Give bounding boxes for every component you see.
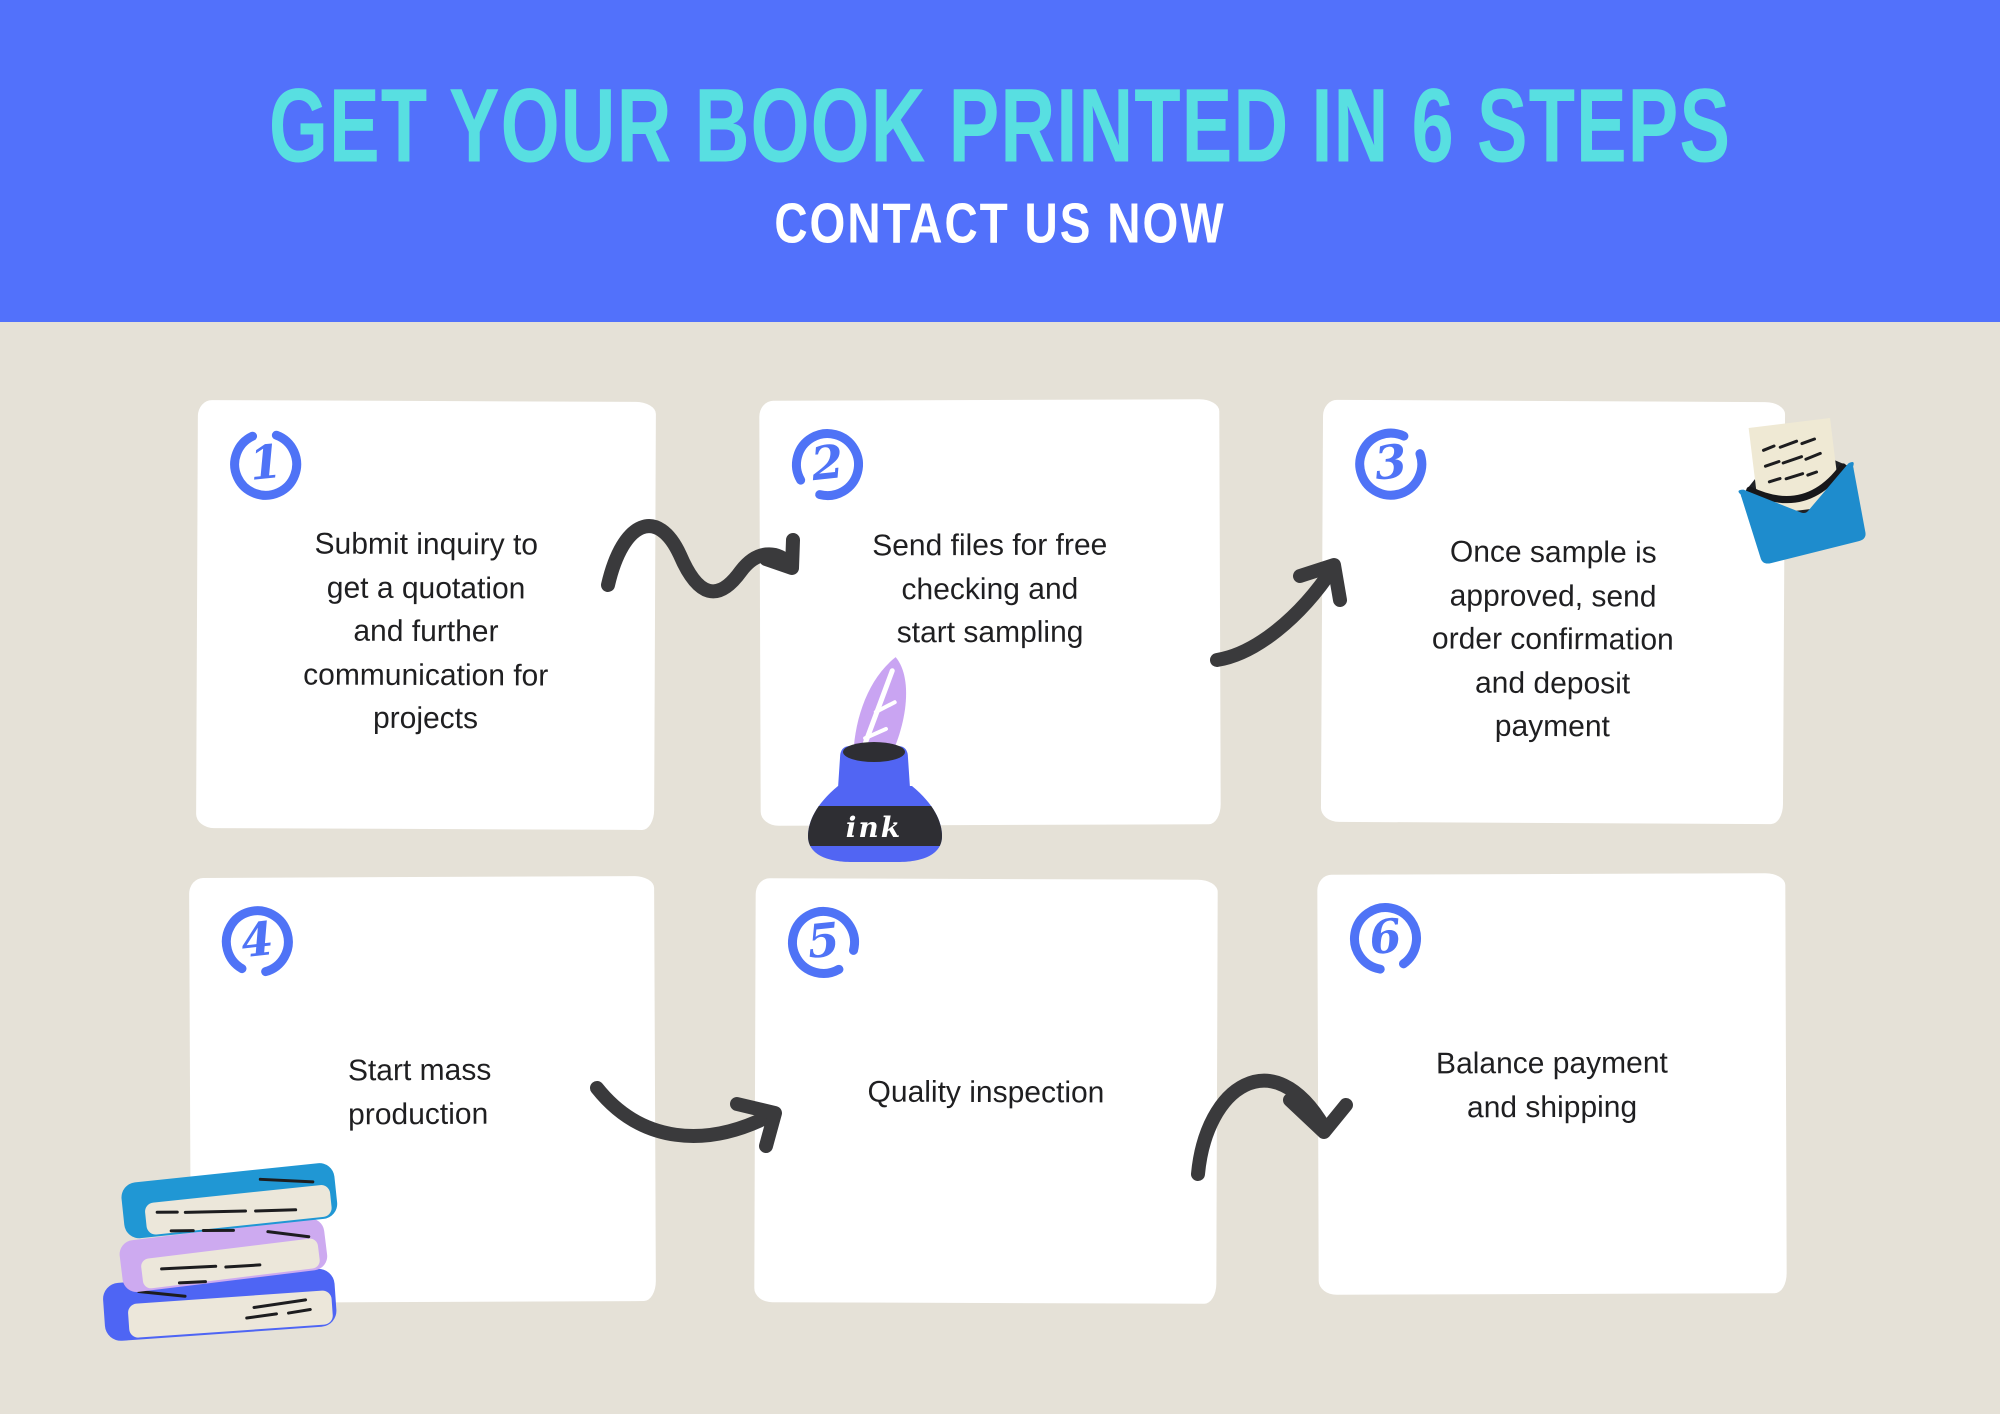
step-number: 1 [246,433,285,491]
page-title: GET YOUR BOOK PRINTED IN 6 STEPS [268,67,1732,185]
hand-drawn-circle-icon [221,906,293,978]
ink-label: ink [846,811,902,844]
step-3-number-badge: 3 [1351,424,1431,504]
hand-drawn-circle-icon [788,906,860,978]
arch-down-arrow-icon [1191,1073,1353,1181]
step-1-text: Submit inquiry to get a quotation and fu… [303,527,549,736]
step-number: 5 [804,911,842,969]
step-number: 3 [1371,433,1410,491]
hand-drawn-circle-icon [230,428,302,500]
hand-drawn-circle-icon [791,429,863,501]
step-5-text: Quality inspection [867,1075,1105,1110]
book-middle [119,1218,328,1293]
step-6-text: Balance payment and shipping [1435,1046,1668,1124]
step-card-5: 5 Quality inspection [754,878,1218,1304]
step-2-text: Send files for free checking and start s… [872,528,1108,650]
header-banner: GET YOUR BOOK PRINTED IN 6 STEPS CONTACT… [0,0,2000,322]
step-number: 2 [808,434,847,492]
curve-up-arrow-icon [1210,558,1347,667]
step-4-number-badge: 4 [217,902,297,982]
step-4-text: Start mass production [347,1053,492,1131]
hand-drawn-circle-icon [1355,428,1427,500]
hand-drawn-circle-icon [1349,903,1421,975]
step-number: 6 [1366,908,1405,966]
step-card-2: 2 Send files for free checking and start… [759,399,1221,826]
step-card-1: 1 Submit inquiry to get a quotation and … [196,400,656,830]
step-5-number-badge: 5 [783,902,863,982]
step-card-3: 3 Once sample is approved, send order co… [1320,399,1786,825]
step-card-4: 4 Start mass production [189,875,656,1304]
header-subtitle: CONTACT US NOW [774,190,1226,255]
step-6-number-badge: 6 [1345,898,1425,978]
curve-right-arrow-icon [590,1081,782,1153]
book-top [121,1163,338,1239]
step-2-number-badge: 2 [787,424,867,504]
ink-bottle-icon: ink [808,657,942,862]
wavy-arrow-icon [601,519,800,599]
step-1-number-badge: 1 [225,424,305,504]
books-stack-icon [103,1163,338,1341]
step-number: 4 [238,911,276,969]
envelope-icon [1738,417,1866,564]
step-3-text: Once sample is approved, send order conf… [1431,535,1674,744]
step-card-6: 6 Balance payment and shipping [1317,873,1787,1295]
